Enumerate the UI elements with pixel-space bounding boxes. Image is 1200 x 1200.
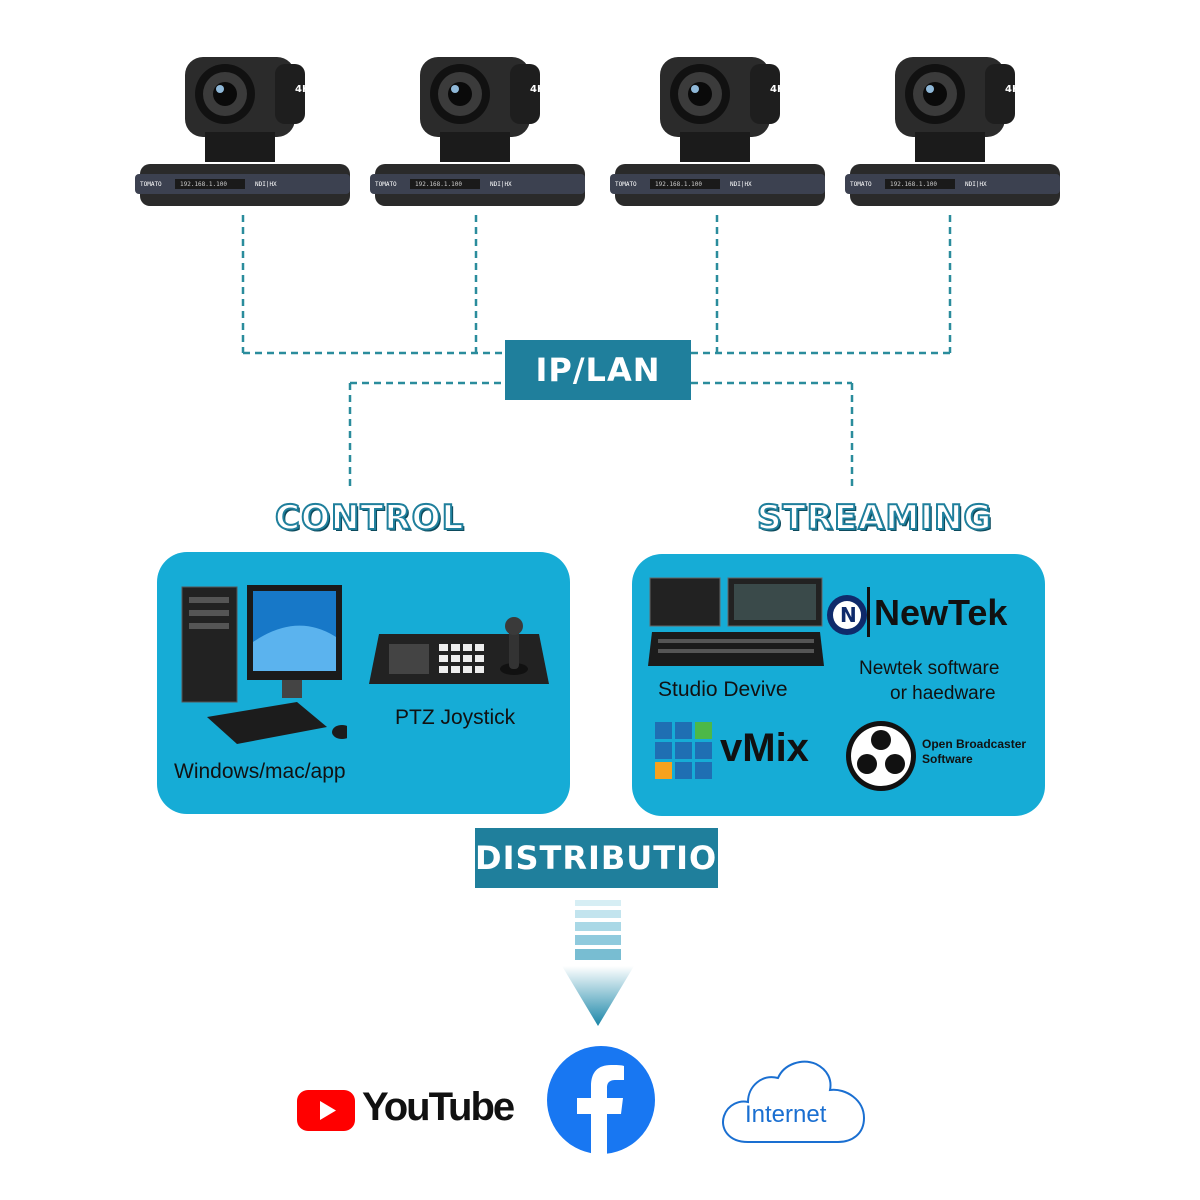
camera-ip: 192.168.1.100 xyxy=(415,181,462,188)
down-arrow-icon xyxy=(560,898,636,1028)
streaming-panel: Studio Devive N NewTek Newtek software o… xyxy=(632,554,1045,816)
camera-ip: 192.168.1.100 xyxy=(655,181,702,188)
vmix-logo: vMix xyxy=(720,726,809,771)
newtek-logo-icon: N xyxy=(825,590,869,640)
streaming-title: STREAMING xyxy=(757,498,992,538)
distribution-label: DISTRIBUTION xyxy=(475,828,718,888)
obs-label-line2: Software xyxy=(922,752,973,766)
camera-brand: TOMATO xyxy=(375,181,397,188)
ptz-camera-3: 4K 192.168.1.100 TOMATO NDI|HX xyxy=(610,52,825,217)
svg-text:4K: 4K xyxy=(1005,84,1021,95)
camera-ndi: NDI|HX xyxy=(965,181,987,188)
studio-device-icon xyxy=(648,574,824,674)
camera-ndi: NDI|HX xyxy=(490,181,512,188)
internet-label: Internet xyxy=(745,1101,826,1129)
svg-text:N: N xyxy=(840,603,857,627)
youtube-label: YouTube xyxy=(362,1085,513,1130)
camera-brand: TOMATO xyxy=(850,181,872,188)
camera-icon: 4K xyxy=(135,52,350,217)
camera-ip: 192.168.1.100 xyxy=(180,181,227,188)
svg-text:4K: 4K xyxy=(530,84,546,95)
camera-brand: TOMATO xyxy=(615,181,637,188)
ptz-joystick-icon xyxy=(369,614,549,694)
vmix-logo-icon xyxy=(655,722,715,780)
ptz-camera-4: 4K 192.168.1.100 TOMATO NDI|HX xyxy=(845,52,1060,217)
camera-ip: 192.168.1.100 xyxy=(890,181,937,188)
newtek-logo: NewTek xyxy=(874,592,1007,634)
studio-label: Studio Devive xyxy=(658,678,788,702)
camera-icon: 4K xyxy=(610,52,825,217)
youtube-icon xyxy=(297,1090,357,1132)
obs-label-line1: Open Broadcaster xyxy=(922,737,1026,751)
camera-icon: 4K xyxy=(370,52,585,217)
obs-logo-icon xyxy=(845,720,917,792)
joystick-label: PTZ Joystick xyxy=(395,706,515,730)
newtek-label-line2: or haedware xyxy=(890,683,996,705)
camera-icon: 4K xyxy=(845,52,1060,217)
newtek-divider xyxy=(867,587,870,637)
ptz-camera-2: 4K 192.168.1.100 TOMATO NDI|HX xyxy=(370,52,585,217)
control-title: CONTROL xyxy=(275,498,464,538)
pc-label: Windows/mac/app xyxy=(174,760,346,784)
camera-ndi: NDI|HX xyxy=(255,181,277,188)
ptz-camera-1: 4K 192.168.1.100 TOMATO NDI|HX xyxy=(135,52,350,217)
camera-ndi: NDI|HX xyxy=(730,181,752,188)
newtek-label-line1: Newtek software xyxy=(859,658,999,680)
facebook-icon xyxy=(546,1045,656,1155)
svg-text:4K: 4K xyxy=(770,84,786,95)
desktop-computer-icon xyxy=(177,582,347,752)
svg-text:4K: 4K xyxy=(295,84,311,95)
camera-brand: TOMATO xyxy=(140,181,162,188)
control-panel: PTZ Joystick Windows/mac/app xyxy=(157,552,570,814)
ip-lan-label: IP/LAN xyxy=(505,340,691,400)
